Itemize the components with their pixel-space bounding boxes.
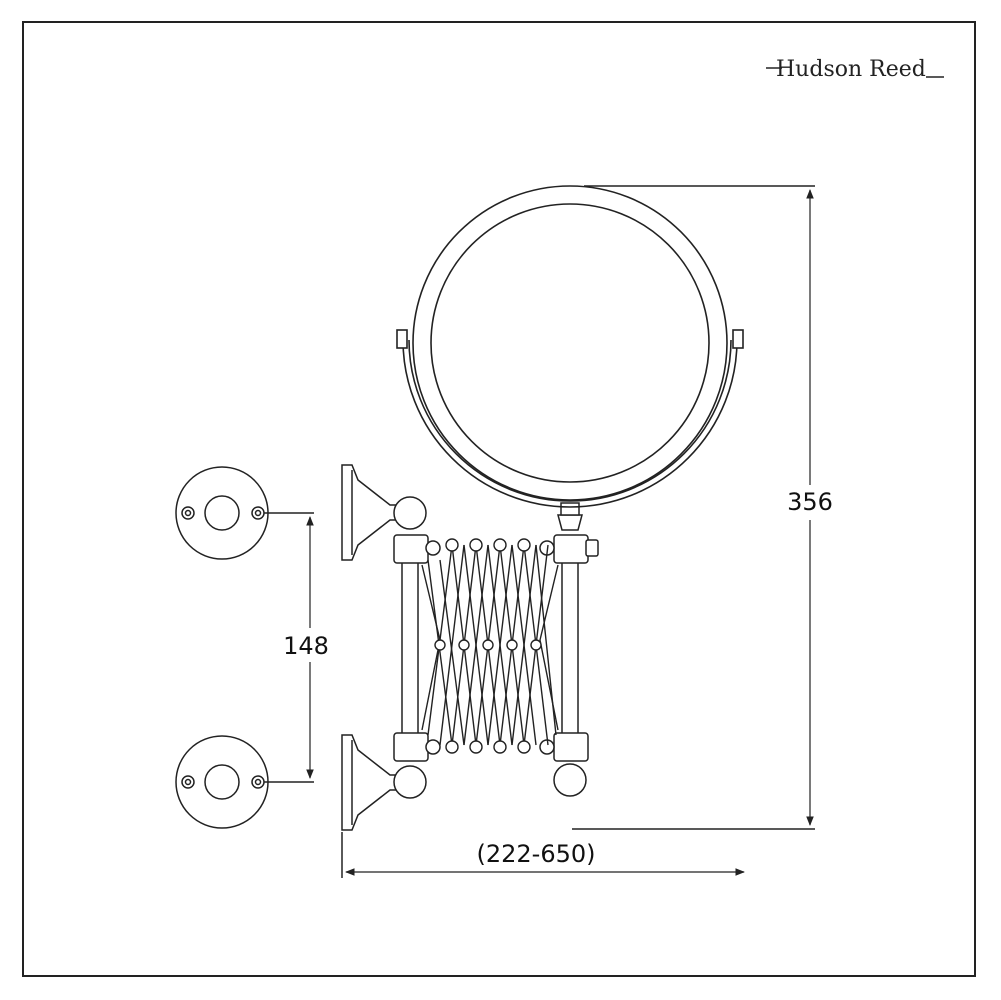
- dimension-arm-extension: (222-650): [341, 832, 745, 878]
- right-rod: [539, 502, 599, 797]
- dimension-label-extension: (222-650): [476, 840, 595, 868]
- brand-logo: Hudson Reed: [766, 57, 944, 82]
- backplate-bottom: [175, 735, 269, 829]
- mirror-head: [396, 185, 744, 508]
- dimension-label-356: 356: [787, 488, 833, 516]
- backplate-top: [175, 466, 269, 560]
- wall-bracket-top: [341, 464, 427, 561]
- dimension-mirror-height: 356: [572, 185, 833, 830]
- brand-name: Hudson Reed: [776, 57, 926, 82]
- left-rod: [393, 534, 441, 762]
- drawing-frame: [22, 21, 976, 977]
- dimension-label-148: 148: [283, 632, 329, 660]
- dimension-backplate-spacing: 148: [264, 512, 329, 783]
- scissor-pivots: [434, 538, 542, 754]
- wall-bracket-bottom: [341, 734, 427, 831]
